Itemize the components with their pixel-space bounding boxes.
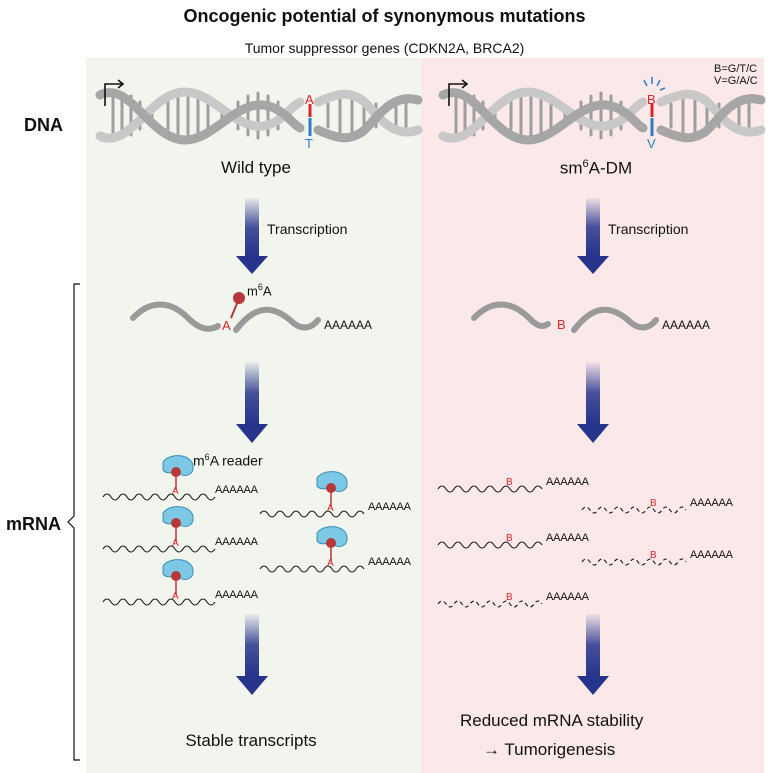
mrna-strand-right — [471, 301, 659, 333]
rna-base-right: B — [557, 317, 566, 332]
base-legend: B=G/T/C V=G/A/C — [714, 63, 758, 87]
arrow-right-2 — [577, 362, 609, 443]
reader-protein-icon — [316, 471, 348, 507]
mutant-transcripts — [437, 485, 687, 608]
dna-helix-right — [438, 87, 766, 145]
rna-base: A — [172, 591, 179, 602]
m6a-reader-label: m6A reader — [193, 452, 263, 469]
transcription-arrow-left — [236, 198, 268, 274]
poly-a-tail-left: AAAAAA — [324, 318, 373, 332]
poly-a-tail: AAAAAA — [215, 589, 258, 601]
arrow-left-2 — [236, 362, 268, 443]
poly-a-tail: AAAAAA — [546, 591, 589, 603]
tumorigenesis-label: → Tumorigenesis — [483, 740, 616, 759]
arrow-right-3 — [577, 614, 609, 695]
mrna-strand-left — [130, 301, 321, 333]
mutation-burst-icon — [643, 77, 666, 91]
wild-type-label: Wild type — [221, 158, 291, 177]
reduced-stability-label: Reduced mRNA stability — [460, 711, 644, 730]
dna-top-base-right: B — [647, 92, 656, 107]
wavy-mrna — [437, 541, 543, 549]
wavy-mrna — [102, 493, 216, 501]
transcription-label-right: Transcription — [608, 221, 689, 237]
rna-base: A — [327, 503, 334, 514]
poly-a-tail: AAAAAA — [215, 536, 258, 548]
legend-line-v: V=G/A/C — [714, 75, 758, 87]
arrow-left-3 — [236, 614, 268, 695]
rna-base: A — [172, 486, 179, 497]
promoter-arrow-right — [448, 79, 469, 106]
rna-base-left: A — [222, 318, 231, 333]
rna-base: B — [506, 592, 513, 603]
rna-base: B — [650, 550, 657, 561]
degraded-mrna — [581, 558, 687, 566]
wavy-mrna — [102, 545, 216, 553]
wavy-mrna — [259, 565, 365, 573]
mrna-brace — [67, 283, 80, 761]
degraded-mrna — [437, 600, 543, 608]
rna-base: B — [506, 533, 513, 544]
methyl-stem — [230, 300, 239, 319]
dna-top-base-left: A — [305, 92, 314, 107]
mrna-row-label: mRNA — [6, 514, 62, 534]
poly-a-tail: AAAAAA — [368, 501, 411, 513]
poly-a-tail-right: AAAAAA — [662, 318, 711, 332]
m6a-label: m6A — [247, 282, 272, 299]
wavy-mrna — [437, 485, 543, 493]
dna-row-label: DNA — [24, 115, 63, 135]
rna-base: B — [650, 498, 657, 509]
reader-protein-icon — [162, 559, 194, 595]
stable-transcripts-label: Stable transcripts — [185, 731, 317, 750]
poly-a-tail: AAAAAA — [215, 484, 258, 496]
reader-protein-icon — [162, 506, 194, 542]
promoter-arrow-left — [104, 79, 125, 106]
wavy-mrna — [102, 598, 216, 606]
rna-base: B — [506, 477, 513, 488]
transcription-arrow-right — [577, 198, 609, 274]
wavy-mrna — [259, 510, 365, 518]
dna-bottom-base-right: V — [647, 136, 656, 151]
m6a-readers — [162, 455, 348, 595]
poly-a-tail: AAAAAA — [368, 556, 411, 568]
transcription-label-left: Transcription — [267, 221, 348, 237]
rna-base: A — [172, 538, 179, 549]
stable-transcripts — [102, 493, 365, 606]
dna-helix-left — [95, 87, 423, 145]
poly-a-tail: AAAAAA — [690, 549, 733, 561]
figure-title: Oncogenic potential of synonymous mutati… — [183, 6, 586, 26]
mutant-genotype-label: sm6A-DM — [559, 158, 633, 178]
poly-a-tail: AAAAAA — [546, 476, 589, 488]
rna-base: A — [327, 558, 334, 569]
poly-a-tail: AAAAAA — [546, 532, 589, 544]
reader-protein-icon — [162, 455, 194, 490]
poly-a-tail: AAAAAA — [690, 497, 733, 509]
reader-protein-icon — [316, 526, 348, 562]
dna-bottom-base-left: T — [305, 136, 313, 151]
methyl-group-icon — [233, 292, 245, 304]
degraded-mrna — [581, 506, 687, 514]
figure-subtitle: Tumor suppressor genes (CDKN2A, BRCA2) — [244, 40, 525, 56]
legend-line-b: B=G/T/C — [714, 63, 758, 75]
